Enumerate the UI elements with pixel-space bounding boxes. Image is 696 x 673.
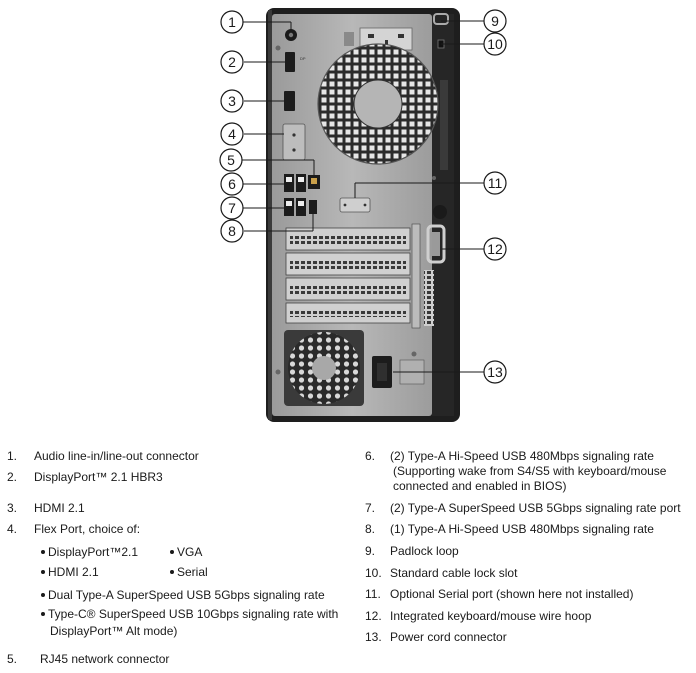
legend-text: DisplayPort™ 2.1 HBR3 <box>34 470 163 484</box>
psu-grille <box>284 330 364 406</box>
legend-number: 9. <box>365 544 376 558</box>
legend-number: 10. <box>365 566 382 580</box>
callout-label: 6 <box>228 176 236 192</box>
callout-label: 11 <box>488 175 503 191</box>
expansion-slots <box>285 223 421 329</box>
legend-text: Integrated keyboard/mouse wire hoop <box>390 609 592 623</box>
flex-option-hdmi: HDMI 2.1 <box>41 565 99 580</box>
legend-number: 12. <box>365 609 382 623</box>
usb-ports-upper <box>284 174 306 192</box>
callout-12: 12 <box>483 237 507 261</box>
legend-number: 2. <box>7 470 18 484</box>
callout-5: 5 <box>219 148 243 172</box>
callout-10: 10 <box>483 32 507 56</box>
callout-label: 5 <box>227 152 235 168</box>
pc-rear-panel-diagram: DP <box>219 8 507 422</box>
svg-text:DP: DP <box>300 56 306 61</box>
wire-hoop <box>426 205 447 264</box>
legend-number: 1. <box>7 449 18 463</box>
legend-number: 6. <box>365 449 376 463</box>
fan-grille <box>317 43 439 165</box>
hdmi-connector <box>284 91 295 111</box>
flex-option-type-c: Type-C® SuperSpeed USB 10Gbps signaling … <box>41 607 338 622</box>
legend-number: 8. <box>365 522 376 536</box>
callout-13: 13 <box>483 360 507 384</box>
flex-option-type-c-cont: DisplayPort™ Alt mode) <box>50 624 178 638</box>
serial-port-cover <box>339 197 371 213</box>
legend-text: Flex Port, choice of: <box>34 522 141 536</box>
legend-text: Power cord connector <box>390 630 507 644</box>
audio-jack <box>285 29 297 41</box>
callout-label: 2 <box>228 54 236 70</box>
callout-label: 7 <box>228 200 236 216</box>
callout-label: 9 <box>491 13 499 29</box>
callout-label: 12 <box>487 241 503 257</box>
callout-label: 3 <box>228 93 236 109</box>
usb-ports-lower <box>284 198 317 216</box>
legend-number: 5. <box>7 652 18 666</box>
side-vent <box>424 80 448 326</box>
callout-2: 2 <box>220 50 244 74</box>
legend-text: (2) Type-A SuperSpeed USB 5Gbps signalin… <box>390 501 681 515</box>
legend-text: HDMI 2.1 <box>34 501 85 515</box>
callout-6: 6 <box>220 172 244 196</box>
legend-number: 13. <box>365 630 382 644</box>
rj45-connector <box>308 175 320 189</box>
legend-number: 11. <box>365 587 381 601</box>
legend-text: Standard cable lock slot <box>390 566 518 580</box>
flex-option-vga: VGA <box>170 545 202 560</box>
padlock-loop <box>433 13 449 25</box>
callout-11: 11 <box>483 171 507 195</box>
displayport-connector: DP <box>285 52 306 72</box>
legend-number: 7. <box>365 501 376 515</box>
flex-option-displayport: DisplayPort™2.1 <box>41 545 138 560</box>
callout-label: 10 <box>487 36 503 52</box>
legend-text: Padlock loop <box>390 544 459 558</box>
legend-text: (1) Type-A Hi-Speed USB 480Mbps signalin… <box>390 522 654 536</box>
callout-4: 4 <box>220 122 244 146</box>
callout-3: 3 <box>220 89 244 113</box>
legend-number: 4. <box>7 522 18 536</box>
callout-label: 8 <box>228 223 236 239</box>
screws <box>275 45 436 375</box>
callout-9: 9 <box>483 9 507 33</box>
callout-7: 7 <box>220 196 244 220</box>
legend-number: 3. <box>7 501 18 515</box>
flex-option-dual-usb: Dual Type-A SuperSpeed USB 5Gbps signali… <box>41 588 325 603</box>
flex-port <box>282 123 306 161</box>
callout-label: 1 <box>228 14 236 30</box>
legend-text: RJ45 network connector <box>40 652 170 666</box>
legend-text: Optional Serial port (shown here not ins… <box>390 587 634 601</box>
callout-1: 1 <box>220 10 244 34</box>
flex-option-serial: Serial <box>170 565 208 580</box>
callout-label: 13 <box>487 364 503 380</box>
callout-8: 8 <box>220 219 244 243</box>
leader-lines <box>242 20 484 373</box>
legend-text: (2) Type-A Hi-Speed USB 480Mbps signalin… <box>390 449 667 493</box>
callout-label: 4 <box>228 126 236 142</box>
legend-text: Audio line-in/line-out connector <box>34 449 199 463</box>
